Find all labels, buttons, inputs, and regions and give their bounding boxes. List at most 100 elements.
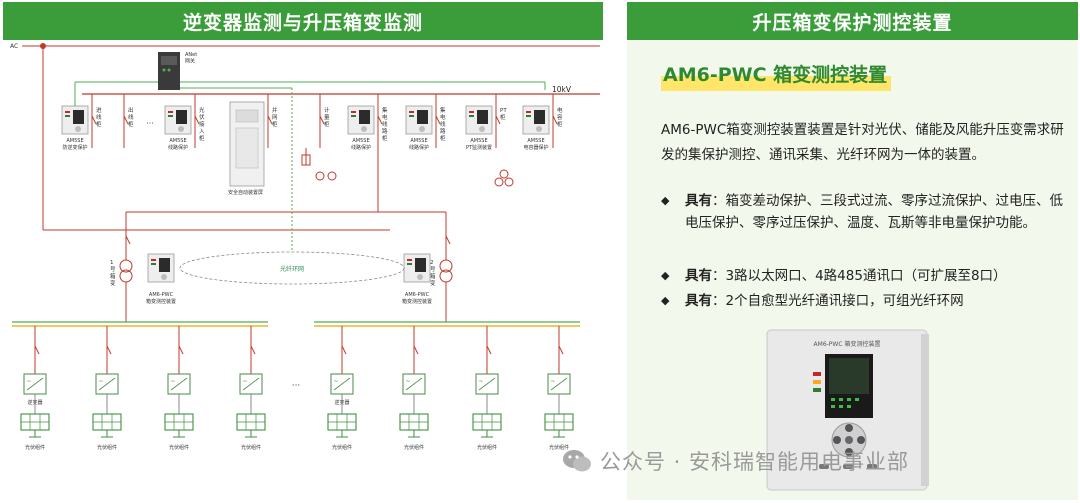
inverter-icon xyxy=(242,377,260,391)
inverter-icon xyxy=(478,377,496,391)
cabinet-label: 电 xyxy=(382,113,388,121)
cabinet-label: 量 xyxy=(324,114,330,121)
cabinet-label: PT xyxy=(500,108,507,114)
inverter-icon xyxy=(98,377,116,391)
header-right: 升压箱变保护测控装置 xyxy=(627,2,1078,40)
relay-name: 线路保护 xyxy=(409,144,429,151)
system-diagram: AC10kVANet网关进线柜AM5SE防逆变保护出线柜光伏接入柜AM5SE线路… xyxy=(10,43,600,451)
breaker-switch xyxy=(445,235,451,245)
pv-module-label: 光伏组件 xyxy=(241,444,261,451)
pt-symbol xyxy=(499,169,509,179)
ct-symbol xyxy=(327,171,337,181)
relay-model: AM5SE xyxy=(527,138,544,144)
pt-symbol xyxy=(494,177,504,187)
device-led xyxy=(151,263,156,265)
ac-bus-label: AC xyxy=(10,43,18,50)
device-screen xyxy=(417,110,428,124)
relay-model: AM5SE xyxy=(66,138,83,144)
cabinet-label: 柜 xyxy=(382,134,388,142)
fiber-ring xyxy=(179,251,405,285)
breaker-switch xyxy=(91,115,97,125)
relay-name: 防逆变保护 xyxy=(62,144,87,151)
cabinet-label: 路 xyxy=(382,127,388,135)
relay-name: PT监测装置 xyxy=(466,144,492,151)
cabinet-label: 网 xyxy=(272,114,278,121)
pv-module-label: 光伏组件 xyxy=(25,444,45,451)
cabinet-label: 集 xyxy=(382,106,388,114)
transformer-symbol xyxy=(119,259,133,273)
relay-model: AM5SE xyxy=(470,138,487,144)
transformer-label: 箱 xyxy=(110,272,116,280)
inverter-icon: ~ xyxy=(405,378,410,385)
device-led xyxy=(168,115,173,117)
inverter-icon xyxy=(550,377,568,391)
device-led xyxy=(151,259,156,261)
box-device-name: 箱变测控装置 xyxy=(402,298,432,305)
box-device-model: AM6-PWC xyxy=(149,292,174,298)
cabinet-label: 线 xyxy=(128,113,134,121)
header-left: 逆变器监测与升压箱变监测 xyxy=(3,2,603,40)
transformer-symbol xyxy=(439,259,453,273)
cabinet-label: 柜 xyxy=(272,120,278,128)
pv-module-label: 光伏组件 xyxy=(97,444,117,451)
meter-symbol xyxy=(301,154,311,166)
watermark: 公众号 · 安科瑞智能用电事业部 xyxy=(562,445,909,477)
diamond-bullet-icon: ◆ xyxy=(661,194,670,207)
device-keypad xyxy=(417,274,423,280)
device-led xyxy=(409,111,414,113)
cabinet-label: 柜 xyxy=(440,134,446,142)
breaker-switch xyxy=(178,345,184,355)
cabinet-label: 并 xyxy=(272,106,278,114)
device-screen xyxy=(73,110,84,124)
relay-name: 电容器保护 xyxy=(523,144,548,151)
breaker-switch xyxy=(495,115,501,125)
breaker-switch xyxy=(552,115,558,125)
device-keypad xyxy=(178,126,184,132)
box-device-model: AM6-PWC xyxy=(405,292,430,298)
device-keypad xyxy=(161,274,167,280)
device-screen xyxy=(359,110,370,124)
cabinet-label: 线 xyxy=(382,120,388,128)
fiber-ring-label: 光纤环网 xyxy=(280,265,304,273)
device-screen xyxy=(477,110,488,124)
cabinet-label: 电 xyxy=(557,106,563,114)
device-led xyxy=(351,111,356,113)
inverter-icon: ~ xyxy=(550,378,555,385)
ellipsis-bottom: ··· xyxy=(292,381,301,391)
feature-item: ◆ 具有：箱变差动保护、三段式过流、零序过流保护、过电压、低电压保护、零序过压保… xyxy=(661,190,1065,234)
pv-module-label: 光伏组件 xyxy=(332,444,352,451)
inverter-icon xyxy=(405,377,423,391)
gateway-panel xyxy=(161,56,177,65)
transformer-label: 号 xyxy=(110,266,116,273)
breaker-switch xyxy=(267,115,273,125)
breaker-switch xyxy=(123,115,129,125)
inverter-icon: ~ xyxy=(478,378,483,385)
gateway-led xyxy=(162,68,166,72)
feature-item: ◆ 具有：3路以太网口、4路485通讯口（可扩展至8口） xyxy=(661,265,1065,287)
feature-item: ◆ 具有：2个自愈型光纤通讯接口，可组光纤环网 xyxy=(661,290,1065,312)
cabinet-panel xyxy=(235,109,259,123)
device-keypad xyxy=(536,126,542,132)
device-led xyxy=(469,115,474,117)
product-description: AM6-PWC箱变测控装置装置是针对光伏、储能及风能升压变需求研发的集保护测控、… xyxy=(661,122,1064,163)
ct-symbol xyxy=(315,171,325,181)
breaker-switch xyxy=(34,345,40,355)
transformer-label: 变 xyxy=(110,279,116,287)
cabinet-label: 容 xyxy=(557,113,563,121)
cabinet-label: 柜 xyxy=(199,134,205,142)
inverter-icon: ~ xyxy=(98,378,103,385)
inverter-icon xyxy=(333,377,351,391)
cabinet-label: 线 xyxy=(96,113,102,121)
breaker-switch xyxy=(435,115,441,125)
transformer-label: 箱 xyxy=(430,272,436,280)
cabinet-label: 出 xyxy=(128,106,134,114)
pt-symbol xyxy=(504,177,514,187)
device-led xyxy=(168,111,173,113)
cabinet-label: 柜 xyxy=(128,120,134,128)
cabinet-label: 计 xyxy=(324,106,330,114)
cabinet-label: 柜 xyxy=(557,120,563,128)
inverter-icon: ~ xyxy=(170,378,175,385)
device-led xyxy=(407,259,412,261)
breaker-switch xyxy=(106,345,112,355)
diamond-bullet-icon: ◆ xyxy=(661,294,670,307)
